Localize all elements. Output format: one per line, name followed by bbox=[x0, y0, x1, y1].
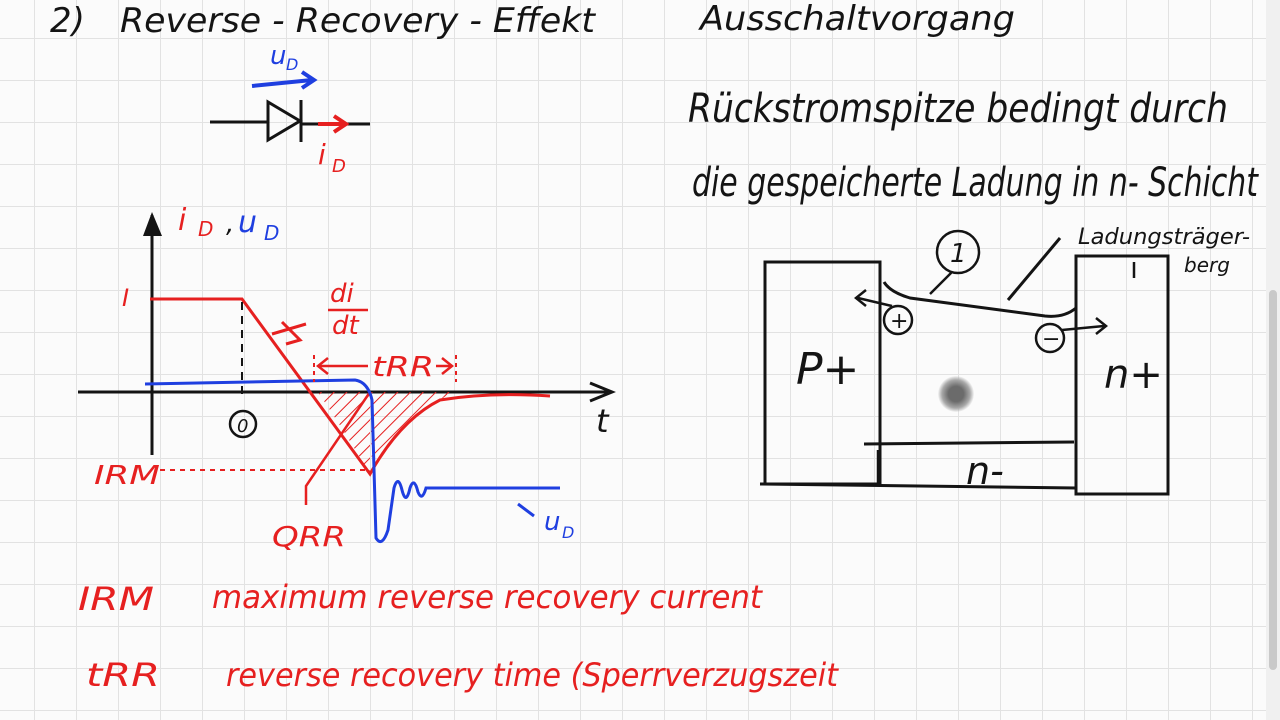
notes: Rückstromspitze bedingt durch die gespei… bbox=[688, 86, 1259, 206]
svg-text:+: + bbox=[890, 309, 908, 334]
svg-text:0: 0 bbox=[237, 416, 248, 437]
pn-junction-diagram: P+ n+ n- 1 Ladungsträger- berg + − bbox=[759, 225, 1250, 496]
definition-1-text: maximum reverse recovery current bbox=[212, 578, 763, 616]
definition-2-abbr: tRR bbox=[86, 656, 160, 694]
carrier-label-1: Ladungsträger- bbox=[1078, 225, 1250, 250]
level-i-label: I bbox=[122, 284, 129, 312]
slope-numerator: di bbox=[330, 279, 355, 309]
t0-marker bbox=[228, 409, 258, 439]
diode-triangle bbox=[266, 99, 303, 143]
p-plus-label: P+ bbox=[796, 344, 859, 395]
level-irm-label: IRM bbox=[94, 461, 160, 491]
definitions: IRM maximum reverse recovery current tRR… bbox=[78, 578, 839, 694]
ud-label: u bbox=[544, 507, 560, 537]
svg-text:1: 1 bbox=[950, 239, 967, 269]
y-label-current: i bbox=[178, 203, 187, 238]
diode-current-sub: D bbox=[332, 156, 346, 177]
section-subtitle: Ausschaltvorgang bbox=[698, 0, 1015, 39]
slope-denominator: dt bbox=[332, 311, 360, 341]
y-label-voltage-sub: D bbox=[264, 221, 279, 245]
qrr-label: QRR bbox=[272, 520, 346, 553]
qrr-area-right bbox=[370, 392, 452, 470]
x-axis-label: t bbox=[596, 402, 610, 440]
carrier-profile bbox=[882, 281, 1077, 318]
carrier-label-2: berg bbox=[1184, 253, 1230, 277]
diode-voltage-sub: D bbox=[286, 55, 298, 74]
definition-2-text: reverse recovery time (Sperrverzugszeit bbox=[226, 656, 839, 694]
header: 2) Reverse - Recovery - Effekt Ausschalt… bbox=[50, 0, 1015, 41]
diode-voltage-label: u bbox=[270, 41, 286, 71]
y-label-separator: , bbox=[226, 209, 234, 239]
voltage-arrow bbox=[251, 78, 313, 88]
svg-text:−: − bbox=[1042, 327, 1060, 352]
hole-carrier bbox=[882, 304, 914, 336]
vertical-scrollbar[interactable] bbox=[1266, 0, 1280, 720]
section-title: Reverse - Recovery - Effekt bbox=[120, 1, 597, 41]
n-plus-label: n+ bbox=[1104, 352, 1163, 398]
diode-symbol: u D i D bbox=[210, 41, 370, 177]
recovery-graph: i D , u D t I 0 IRM di dt bbox=[78, 203, 616, 553]
voltage-waveform bbox=[144, 378, 560, 544]
note-line-1: Rückstromspitze bedingt durch bbox=[688, 86, 1228, 132]
marker-1 bbox=[935, 229, 981, 275]
pen-pointer bbox=[938, 376, 974, 412]
y-label-voltage: u bbox=[238, 205, 257, 240]
n-minus-label: n- bbox=[966, 449, 1004, 493]
ud-label-sub: D bbox=[562, 523, 574, 542]
section-number: 2) bbox=[50, 1, 85, 41]
electron-carrier bbox=[1034, 322, 1066, 354]
current-waveform bbox=[150, 297, 551, 477]
scrollbar-thumb[interactable] bbox=[1269, 290, 1277, 670]
y-label-current-sub: D bbox=[198, 217, 213, 241]
trr-label: tRR bbox=[372, 350, 434, 383]
n-plus-region bbox=[1074, 254, 1170, 496]
note-line-2: die gespeicherte Ladung in n- Schicht bbox=[692, 160, 1259, 206]
diode-current-label: i bbox=[318, 138, 326, 171]
definition-1-abbr: IRM bbox=[78, 580, 154, 618]
